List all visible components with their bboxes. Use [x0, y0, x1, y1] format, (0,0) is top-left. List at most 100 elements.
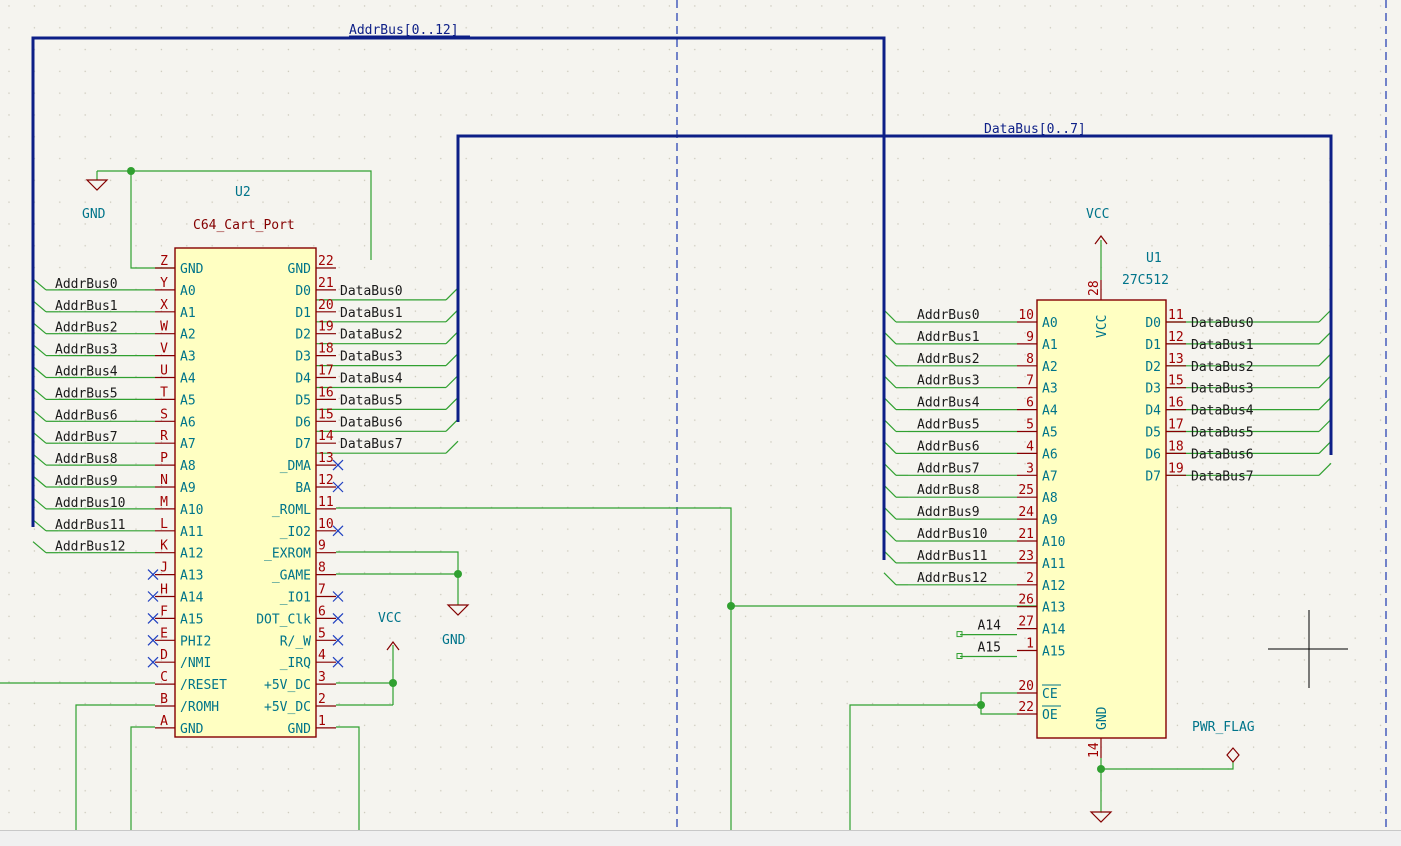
u1-pin-name: A4 [1042, 404, 1058, 419]
u2-pin-name: A8 [180, 459, 196, 474]
u2-pin-number: D [160, 648, 168, 663]
u2-pin-name: GND [180, 262, 204, 277]
bus-entry [445, 375, 459, 388]
u2-pin-number: P [160, 451, 168, 466]
vcc-right-label[interactable]: VCC [1086, 207, 1109, 222]
u2-pin-number: R [160, 429, 168, 444]
bus-entry [1318, 353, 1332, 367]
gnd-mid-label[interactable]: GND [442, 633, 466, 648]
u2-pin-name: A10 [180, 503, 203, 518]
u2-net-label: AddrBus0 [55, 277, 118, 292]
u2-net-label: AddrBus12 [55, 540, 125, 555]
bus-entry [445, 287, 459, 301]
u2-pin-number: X [160, 298, 168, 313]
u1-net-label: DataBus7 [1191, 469, 1254, 484]
u2-pin-number: N [160, 473, 168, 488]
bus-entry [883, 572, 897, 586]
u2-net-label: AddrBus8 [55, 452, 118, 467]
data-bus-label[interactable]: DataBus[0..7] [984, 122, 1086, 137]
u1-pin-number: 25 [1018, 483, 1034, 498]
u2-net-label: DataBus5 [340, 393, 403, 408]
bus-entry [445, 418, 459, 432]
gnd-top-label[interactable]: GND [82, 207, 106, 222]
gnd-mid-symbol [446, 604, 470, 616]
u2-net-label: AddrBus6 [55, 408, 118, 423]
u1-ref[interactable]: U1 [1146, 251, 1162, 266]
buses-layer [31, 36, 1333, 560]
u2-pin-name: +5V_DC [264, 700, 311, 715]
u2-pin-name: _IO1 [280, 591, 311, 606]
u2-pin-number: V [160, 342, 168, 357]
u2-pin-number: 20 [318, 298, 334, 313]
u2-pin-number: 12 [318, 473, 334, 488]
u2-pin-number: 3 [318, 670, 326, 685]
gnd-right-symbol [1089, 811, 1113, 823]
pwr-flag-symbol [1226, 747, 1240, 763]
u1-pin-name: A0 [1042, 316, 1058, 331]
bus-entry [445, 331, 459, 345]
bus-entry [32, 519, 47, 532]
u2-pin-number: 21 [318, 276, 334, 291]
u2-pin-name: A6 [180, 415, 196, 430]
u2-net-label: AddrBus9 [55, 474, 118, 489]
u1-net-label: AddrBus1 [917, 330, 980, 345]
u2-ref[interactable]: U2 [235, 185, 251, 200]
u1-pin-name: OE [1042, 708, 1058, 723]
u2-pin-number: 10 [318, 517, 334, 532]
u1-pin-number: 26 [1018, 593, 1034, 608]
junction-roml [727, 602, 735, 610]
u1-net-label: DataBus0 [1191, 316, 1254, 331]
u2-pin-name: D7 [295, 437, 311, 452]
u1-net-label: AddrBus2 [917, 352, 980, 367]
u1-net-label: AddrBus11 [917, 549, 987, 564]
exrom-wire [336, 551, 459, 605]
u2-pin-name: BA [295, 481, 311, 496]
u1-net-label: DataBus6 [1191, 447, 1254, 462]
u2-pin-number: S [160, 407, 168, 422]
u2-pin-name: D5 [295, 393, 311, 408]
u1-pin-number: 15 [1168, 374, 1184, 389]
bus-entry [883, 309, 897, 323]
u1-pin-name: GND [1095, 706, 1110, 730]
u2-net-label: AddrBus1 [55, 299, 118, 314]
u2-pin-number: B [160, 692, 168, 707]
u1-pin-name: D7 [1145, 469, 1161, 484]
u1-pin-name: A12 [1042, 579, 1065, 594]
u2-net-label: AddrBus5 [55, 386, 118, 401]
u1-net-label: AddrBus0 [917, 308, 980, 323]
u2-pin-number: C [160, 670, 168, 685]
u1-pin-number: 5 [1026, 418, 1034, 433]
u2-net-label: DataBus2 [340, 328, 403, 343]
wires-layer [0, 167, 1332, 830]
u2-value[interactable]: C64_Cart_Port [193, 218, 295, 233]
u1-pin-name: A10 [1042, 535, 1065, 550]
u1-net-label: DataBus4 [1191, 404, 1254, 419]
u2-pin-name: A1 [180, 306, 196, 321]
u1-pin-name: A14 [1042, 623, 1066, 638]
u1-pin-number: 6 [1026, 396, 1034, 411]
u2-pin-name: A0 [180, 284, 196, 299]
roml-wire [336, 507, 732, 830]
addr-bus-line [31, 36, 886, 560]
romh-wire [75, 704, 155, 830]
u1-pin-name: A15 [1042, 645, 1065, 660]
bus-entry [1318, 375, 1332, 389]
hier-label-marker [956, 653, 963, 659]
u2-pin-name: A13 [180, 569, 203, 584]
u1-net-label: AddrBus6 [917, 439, 980, 454]
addr-bus-label[interactable]: AddrBus[0..12] [349, 23, 459, 38]
u2-pin-name: D1 [295, 306, 311, 321]
pwr-flag-label[interactable]: PWR_FLAG [1192, 720, 1255, 735]
u2-pin-name: _IRQ [280, 656, 311, 671]
bus-entry [883, 506, 897, 520]
u2-net-label: DataBus3 [340, 350, 403, 365]
u1-value[interactable]: 27C512 [1122, 273, 1169, 288]
u2-pin-name: R/_W [280, 634, 311, 649]
vcc-left-label[interactable]: VCC [378, 611, 401, 626]
hier-label-marker [956, 631, 963, 638]
bus-entry [883, 353, 897, 367]
u2-pin-name: D2 [295, 328, 311, 343]
u2-pin-number: 4 [318, 648, 326, 663]
no-connect-mark [332, 481, 344, 493]
